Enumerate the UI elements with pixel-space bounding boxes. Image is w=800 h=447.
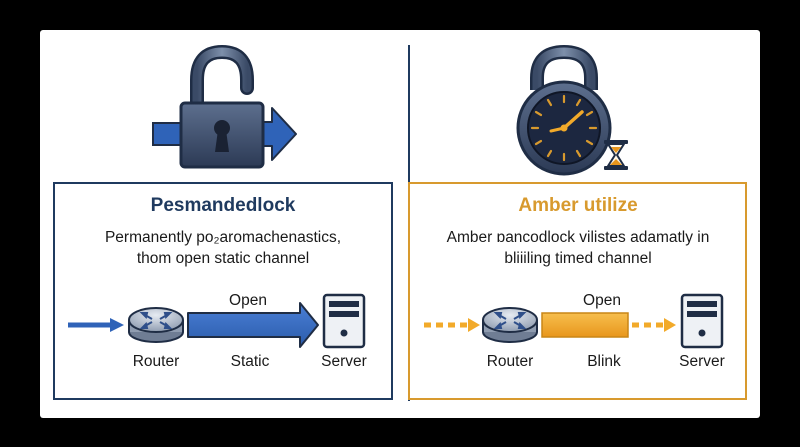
left-desc-line-1: Permanently po₂aromachenastics, [104,229,342,246]
left-desc-line-2: thom open static channel [136,250,310,267]
right-open-label: Open [583,292,621,309]
server-icon [680,293,724,349]
right-panel-frame [408,182,747,400]
right-router-label: Router [486,353,534,370]
router-icon [128,307,184,343]
left-title: Pesmandedlock [150,195,296,216]
padlock-body [179,101,265,169]
right-server-label: Server [679,353,725,370]
left-router-label: Router [132,353,180,370]
left-channel-label: Static [230,353,270,370]
right-input-arrow [424,318,480,332]
right-channel-label: Blink [587,353,621,370]
server-icon [322,293,366,349]
blink-output-arrow [632,318,676,332]
left-input-arrow [68,318,124,332]
left-server-label: Server [321,353,367,370]
hourglass-icon [604,140,628,170]
blink-channel-bar [541,312,629,338]
diagram-card [40,30,760,418]
open-padlock-icon [190,44,254,110]
router-icon [482,307,538,343]
right-desc-line-1: Amber ɒancodlock vilistes adamatly in [446,229,710,246]
right-title: Amber utilize [518,195,638,216]
static-channel-arrow [187,302,319,348]
left-open-label: Open [229,292,267,309]
clock-padlock-icon [516,44,612,176]
right-desc-line-2: bliiiling timed channel [504,250,652,267]
left-panel-frame [53,182,393,400]
